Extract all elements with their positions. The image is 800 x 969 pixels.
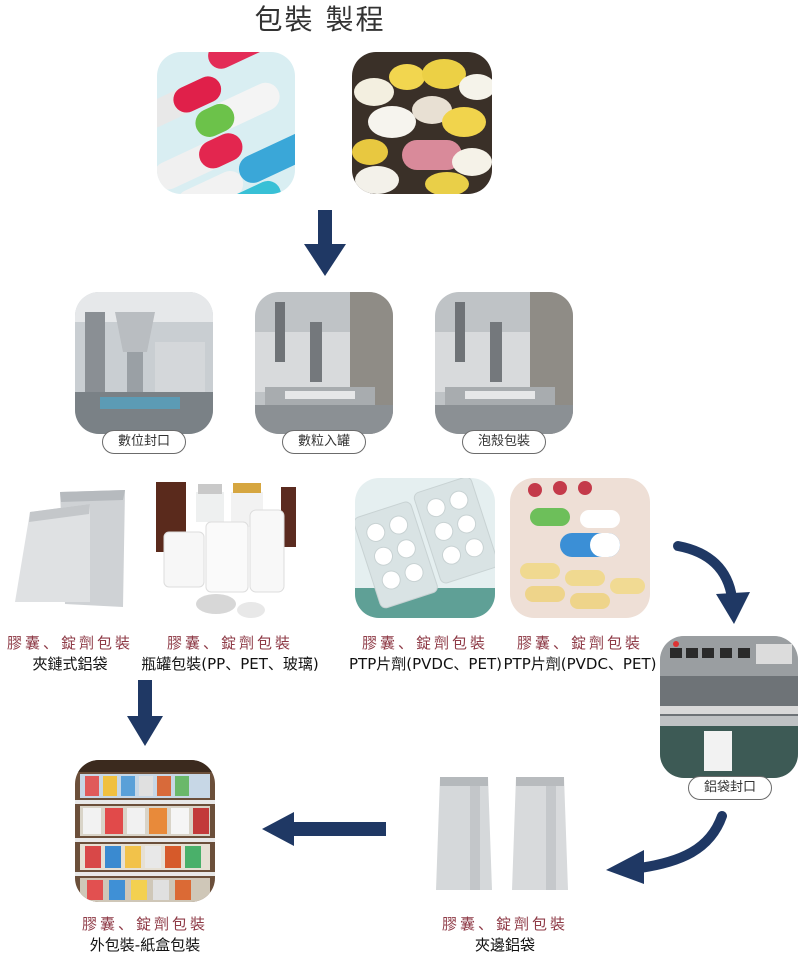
machine-label-digital-seal: 數位封口 <box>102 430 186 454</box>
ptp-white-type: PTP片劑(PVDC、PET) <box>349 655 502 673</box>
ptp-color-blister-photo <box>510 478 650 618</box>
carton-category: 膠囊、錠劑包裝 <box>81 915 208 933</box>
side-seal-type: 夾邊鋁袋 <box>474 936 535 954</box>
carton-type: 外包裝-紙盒包裝 <box>89 936 201 954</box>
foil-sealer-machine-photo <box>660 636 798 778</box>
machine-label-blister: 泡殼包裝 <box>462 430 546 454</box>
arrow-left-icon <box>262 812 386 846</box>
ptp-color-type: PTP片劑(PVDC、PET) <box>503 655 657 673</box>
side-seal-bags-photo <box>430 772 580 897</box>
capsules-photo <box>157 52 295 194</box>
zip-bag-photo <box>5 482 135 622</box>
tablets-photo <box>352 52 492 194</box>
side-seal-category: 膠囊、錠劑包裝 <box>441 915 568 933</box>
zip-bag-type: 夾鏈式鋁袋 <box>32 655 108 673</box>
machine-label-count-fill: 數粒入罐 <box>282 430 366 454</box>
arrow-down-icon <box>304 210 346 276</box>
bottle-category: 膠囊、錠劑包裝 <box>166 634 293 652</box>
curved-arrow-left-icon <box>606 811 727 884</box>
digital-seal-machine-photo <box>75 292 213 434</box>
bottle-type: 瓶罐包裝(PP、PET、玻璃) <box>141 655 319 673</box>
machine-label-foil-seal: 鋁袋封口 <box>688 776 772 800</box>
ptp-white-blister-photo <box>355 478 495 618</box>
blister-machine-photo <box>435 292 573 434</box>
arrow-down-icon-2 <box>127 680 163 746</box>
ptp-white-category: 膠囊、錠劑包裝 <box>361 634 488 652</box>
carton-shelf-photo <box>75 760 215 902</box>
curved-arrow-down-icon <box>673 541 750 624</box>
zip-bag-category: 膠囊、錠劑包裝 <box>6 634 133 652</box>
ptp-color-category: 膠囊、錠劑包裝 <box>516 634 643 652</box>
page-title: 包裝 製程 <box>254 3 386 36</box>
count-fill-machine-photo <box>255 292 393 434</box>
bottles-photo <box>156 482 296 622</box>
